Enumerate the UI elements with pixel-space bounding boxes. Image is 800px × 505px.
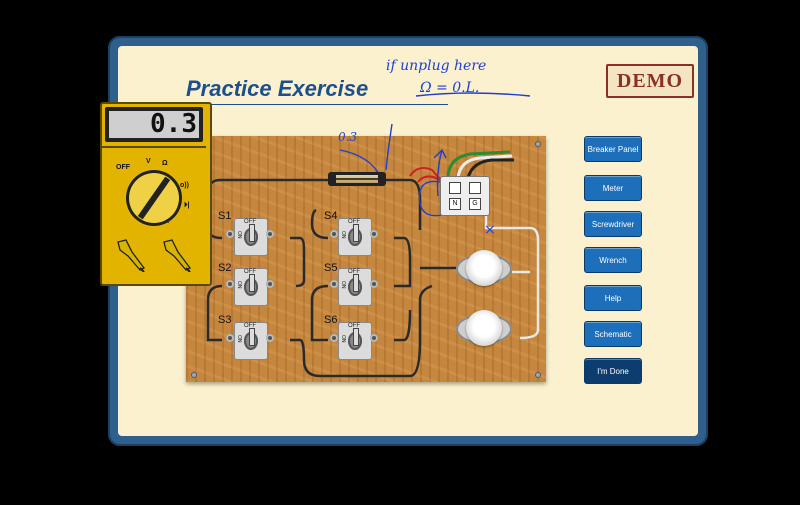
handwritten-note-fuse: 0.3 <box>338 130 358 144</box>
switch-terminal <box>330 230 338 238</box>
switch-off-label: OFF <box>244 323 256 329</box>
switch-terminal <box>266 334 274 342</box>
switch-toggle[interactable] <box>244 328 258 350</box>
meter-volt-label: V <box>146 158 151 165</box>
switch-off-label: OFF <box>348 219 360 225</box>
handwritten-x-mark: × <box>484 222 496 238</box>
outlet-slot <box>449 182 461 194</box>
demo-stamp: DEMO <box>606 64 694 98</box>
handwritten-note-ohm: Ω = 0.L. <box>420 80 480 96</box>
switch-label-s3: S3 <box>218 314 232 326</box>
switch-toggle[interactable] <box>348 224 362 246</box>
switch-terminal <box>266 280 274 288</box>
meter-reading: 0.3 <box>109 111 199 138</box>
switch-s3[interactable]: OFF ON <box>226 322 274 360</box>
screwdriver-button[interactable]: Screwdriver <box>584 211 642 237</box>
multimeter[interactable]: 0.3 OFF V Ω o)) ⏵| A <box>100 102 212 286</box>
receptacle-outlet[interactable]: N G <box>440 176 490 216</box>
meter-button[interactable]: Meter <box>584 175 642 201</box>
meter-probe-black-icon[interactable] <box>116 238 146 272</box>
fuse-filament <box>336 178 378 180</box>
outlet-slot-g: G <box>469 198 481 210</box>
outlet-slot-n: N <box>449 198 461 210</box>
schematic-button[interactable]: Schematic <box>584 321 642 347</box>
switch-terminal <box>266 230 274 238</box>
switch-on-label: ON <box>340 335 346 343</box>
dial-pointer <box>137 176 171 220</box>
meter-body: OFF V Ω o)) ⏵| A <box>102 146 206 282</box>
breaker-panel-button[interactable]: Breaker Panel <box>584 136 642 162</box>
switch-terminal <box>330 334 338 342</box>
switch-terminal <box>226 230 234 238</box>
help-button[interactable]: Help <box>584 285 642 311</box>
fuse[interactable] <box>328 172 386 186</box>
switch-off-label: OFF <box>244 269 256 275</box>
switch-toggle[interactable] <box>244 224 258 246</box>
switch-on-label: ON <box>236 281 242 289</box>
meter-diode-label: ⏵| <box>184 202 190 209</box>
switch-label-s2: S2 <box>218 262 232 274</box>
switch-on-label: ON <box>340 281 346 289</box>
switch-on-label: ON <box>236 231 242 239</box>
switch-toggle[interactable] <box>348 328 362 350</box>
switch-s1[interactable]: OFF ON <box>226 218 274 256</box>
switch-s5[interactable]: OFF ON <box>330 268 378 306</box>
switch-label-s6: S6 <box>324 314 338 326</box>
switch-s6[interactable]: OFF ON <box>330 322 378 360</box>
light-bulb-icon <box>466 310 502 346</box>
meter-continuity-label: o)) <box>180 182 189 189</box>
switch-on-label: ON <box>340 231 346 239</box>
switch-terminal <box>226 334 234 342</box>
im-done-button[interactable]: I'm Done <box>584 358 642 384</box>
switch-terminal <box>370 230 378 238</box>
switch-toggle[interactable] <box>348 274 362 296</box>
switch-s4[interactable]: OFF ON <box>330 218 378 256</box>
switch-s2[interactable]: OFF ON <box>226 268 274 306</box>
board-screw <box>535 372 541 378</box>
board-screw <box>535 141 541 147</box>
switch-label-s1: S1 <box>218 210 232 222</box>
title-underline <box>186 104 448 105</box>
switch-off-label: OFF <box>348 269 360 275</box>
outlet-slot <box>469 182 481 194</box>
switch-label-s5: S5 <box>324 262 338 274</box>
switch-toggle[interactable] <box>244 274 258 296</box>
meter-selector-dial[interactable] <box>126 170 182 226</box>
switch-label-s4: S4 <box>324 210 338 222</box>
meter-off-label: OFF <box>116 164 130 171</box>
handwritten-note-unplug: if unplug here <box>386 58 487 74</box>
switch-terminal <box>370 280 378 288</box>
switch-terminal <box>370 334 378 342</box>
switch-terminal <box>330 280 338 288</box>
lamp-fixture-2[interactable] <box>456 310 512 348</box>
meter-display: 0.3 <box>105 107 203 142</box>
meter-ohm-label: Ω <box>162 160 168 167</box>
wrench-button[interactable]: Wrench <box>584 247 642 273</box>
meter-probe-red-icon[interactable] <box>162 238 192 272</box>
switch-off-label: OFF <box>348 323 360 329</box>
switch-terminal <box>226 280 234 288</box>
switch-off-label: OFF <box>244 219 256 225</box>
board-screw <box>191 372 197 378</box>
page-title: Practice Exercise <box>186 76 369 101</box>
light-bulb-icon <box>466 250 502 286</box>
lamp-fixture-1[interactable] <box>456 250 512 288</box>
switch-on-label: ON <box>236 335 242 343</box>
